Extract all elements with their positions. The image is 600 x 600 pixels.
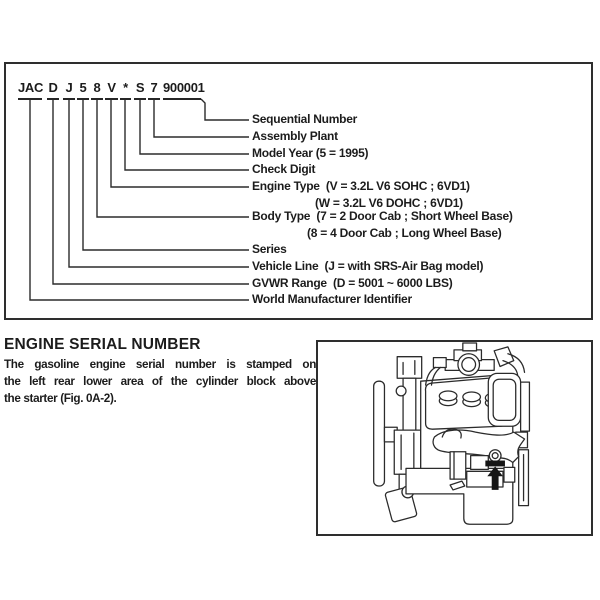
vin-character-plant: 7 <box>148 80 160 100</box>
vin-label-sequential-number: Sequential Number <box>252 112 358 126</box>
vin-label-body-type: Body Type (7 = 2 Door Cab ; Short Wheel … <box>252 209 513 240</box>
vin-label-world-manufacturer-identifier: World Manufacturer Identifier <box>252 292 412 306</box>
vin-character-body: 8 <box>91 80 103 100</box>
vin-character-sequence: 900001 <box>163 80 205 100</box>
engine-illustration <box>373 342 531 525</box>
paragraph-line: The gasoline engine serial number is sta… <box>4 358 316 371</box>
engine-serial-heading: ENGINE SERIAL NUMBER <box>4 336 201 353</box>
vin-character-year: S <box>134 80 146 100</box>
vin-character-engine: V <box>105 80 118 100</box>
vin-label-check-digit: Check Digit <box>252 162 316 176</box>
vin-character-check: * <box>120 80 131 100</box>
engine-serial-paragraph: The gasoline engine serial number is sta… <box>4 356 316 407</box>
paragraph-line: the left rear lower area of the cylinder… <box>4 375 316 388</box>
vin-label-engine-type: Engine Type (V = 3.2L V6 SOHC ; 6VD1) (W… <box>252 179 470 210</box>
vin-connector-lines <box>29 98 249 301</box>
vin-character-gvwr: D <box>47 80 59 100</box>
vin-diagram-box: JAC D J 5 8 V * S 7 900001 Sequential Nu… <box>4 62 593 320</box>
vin-label-gvwr-range: GVWR Range (D = 5001 ~ 6000 LBS) <box>252 276 453 290</box>
serial-location-arrow-icon <box>487 466 503 490</box>
vin-label-model-year: Model Year (5 = 1995) <box>252 146 369 160</box>
vin-character-series: 5 <box>77 80 89 100</box>
vin-character-line: J <box>63 80 75 100</box>
vin-character-wmi-1: JAC <box>18 80 43 100</box>
engine-figure-box <box>316 340 593 536</box>
vin-label-vehicle-line: Vehicle Line (J = with SRS-Air Bag model… <box>252 259 484 273</box>
serial-number-pad <box>485 460 505 467</box>
vin-label-assembly-plant: Assembly Plant <box>252 129 338 143</box>
vin-label-series: Series <box>252 242 287 256</box>
engine-line-art <box>373 342 531 525</box>
paragraph-line: the starter (Fig. 0A-2). <box>4 392 117 405</box>
